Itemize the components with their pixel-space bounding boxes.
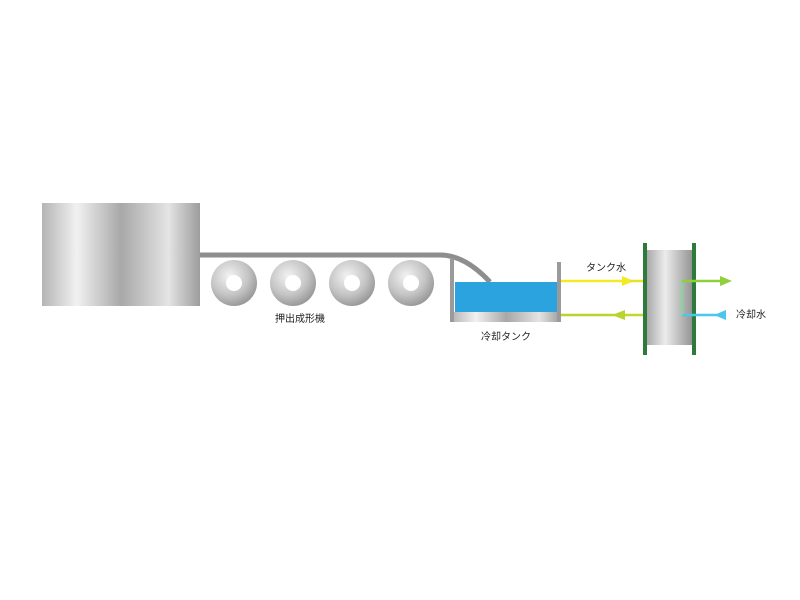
roller-group: [211, 260, 434, 306]
extruder-label: 押出成形機: [275, 312, 325, 325]
cooling-tank-label: 冷却タンク: [481, 330, 531, 343]
arrow-right-icon: [622, 276, 634, 286]
tank-water-label: タンク水: [586, 262, 626, 274]
tank-water-fill: [455, 282, 558, 312]
arrow-right-icon: [720, 276, 732, 286]
roller-disc: [329, 260, 375, 306]
arrow-left-icon: [612, 310, 625, 320]
roller-disc: [270, 260, 316, 306]
arrow-left-icon: [714, 310, 726, 320]
roller-disc: [388, 260, 434, 306]
roller-disc: [211, 260, 257, 306]
cooling-tank: [450, 258, 561, 322]
cooling-water-label: 冷却水: [736, 308, 766, 321]
heat-exchanger-plate: [643, 243, 696, 355]
cooling-water-line: [680, 276, 732, 320]
extruder-body: [42, 203, 200, 306]
extruded-pipe: [200, 252, 492, 284]
